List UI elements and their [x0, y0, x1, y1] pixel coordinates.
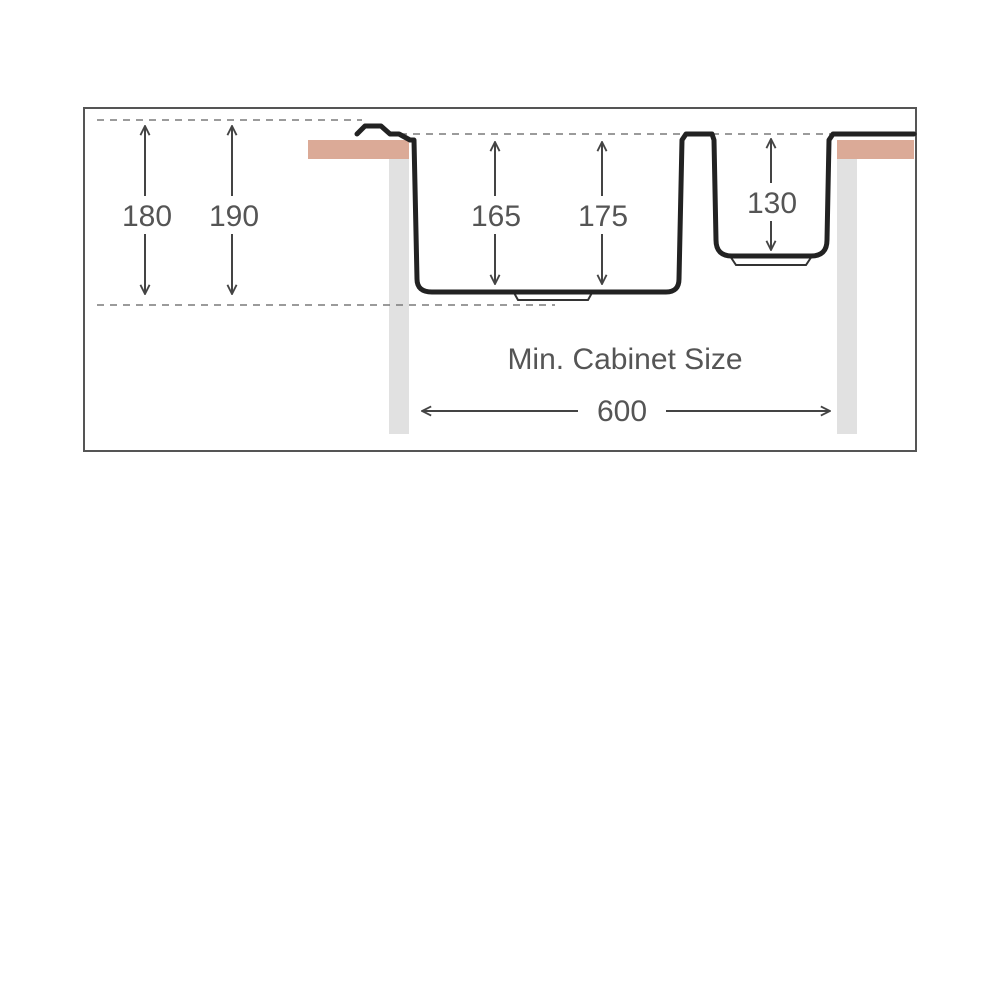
diagram-frame [83, 107, 917, 452]
dimension-label-130: 130 [747, 187, 797, 220]
cabinet-right-panel [837, 158, 857, 434]
worktop-left [308, 140, 409, 159]
cabinet-left-panel [389, 158, 409, 434]
cabinet-size-value: 600 [597, 395, 647, 428]
dimension-label-180: 180 [122, 200, 172, 233]
sink-outline [354, 123, 917, 295]
worktop-right [837, 140, 914, 159]
cabinet-size-caption: Min. Cabinet Size [507, 343, 742, 376]
dimension-label-175: 175 [578, 200, 628, 233]
dimension-label-190: 190 [209, 200, 259, 233]
dimension-label-165: 165 [471, 200, 521, 233]
